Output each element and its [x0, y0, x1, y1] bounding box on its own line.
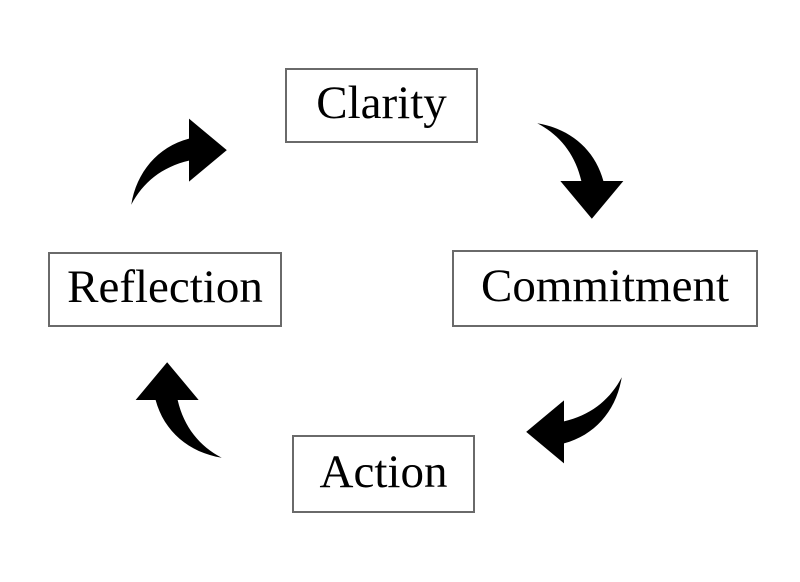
node-clarity-label: Clarity: [316, 77, 447, 129]
node-commitment-label: Commitment: [480, 260, 730, 312]
node-clarity: Clarity: [285, 68, 478, 143]
arrow-shape: [131, 118, 227, 205]
node-action: Action: [292, 435, 475, 513]
arrow-shape: [526, 377, 622, 464]
curved-arrow-left-icon: [522, 372, 627, 477]
curved-arrow-up-icon: [122, 358, 227, 463]
arrow-shape: [537, 123, 624, 219]
arrow-shape: [135, 362, 222, 458]
curved-arrow-right-icon: [126, 105, 231, 210]
node-reflection: Reflection: [48, 252, 282, 327]
curved-arrow-down-icon: [532, 118, 637, 223]
node-reflection-label: Reflection: [67, 261, 263, 313]
node-action-label: Action: [319, 445, 448, 498]
node-commitment: Commitment: [452, 250, 758, 327]
